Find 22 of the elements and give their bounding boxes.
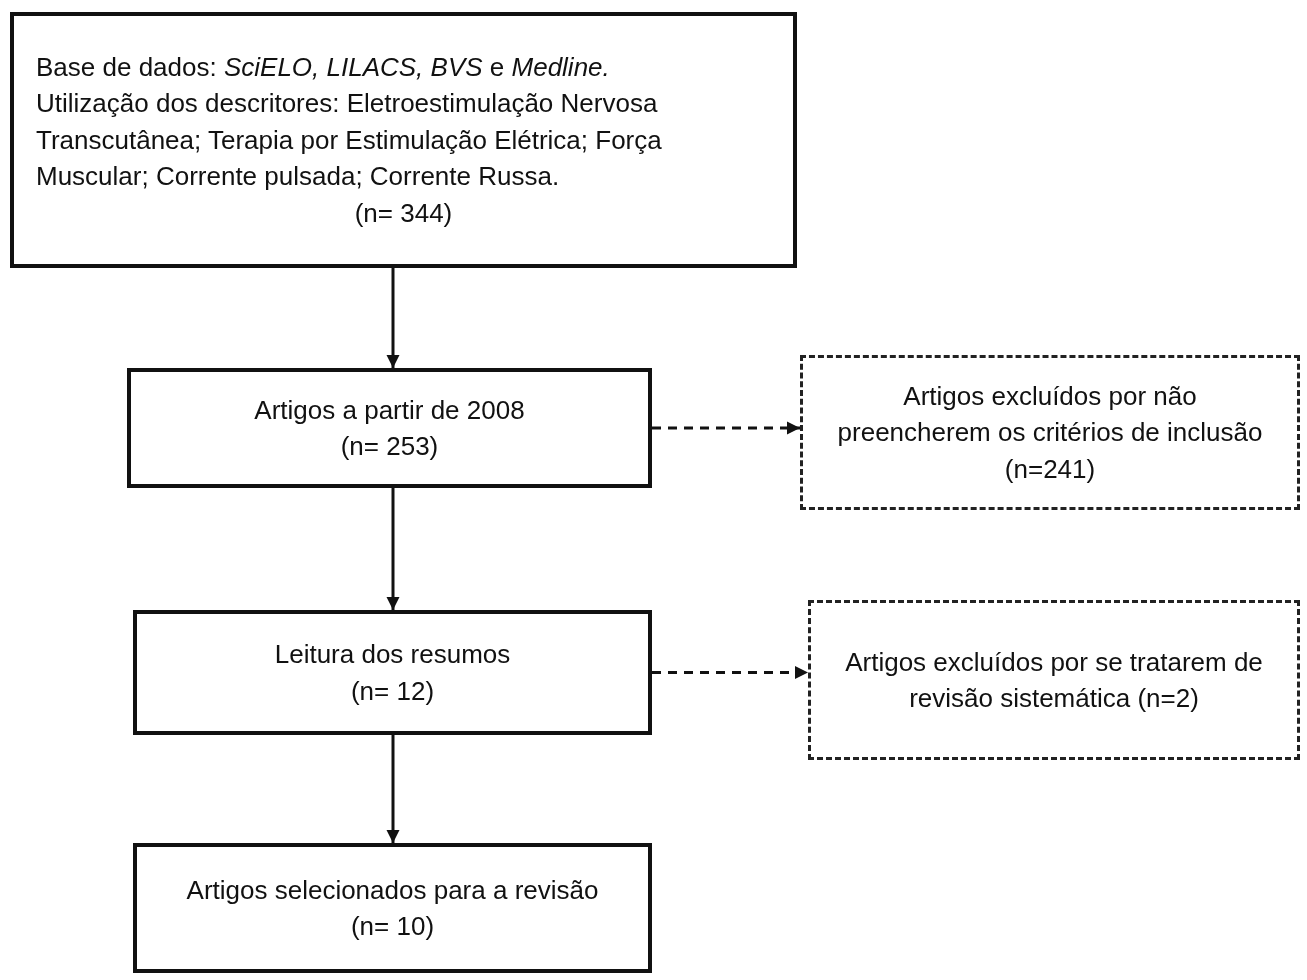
box-text: (n= 253): [340, 430, 439, 463]
arrow: [386, 488, 400, 610]
arrow: [652, 421, 800, 435]
process-box: [808, 600, 1300, 760]
box-text: Artigos excluídos por não preencherem os critérios de inclusão (n=241): [836, 379, 1264, 486]
box-text: (n= 344): [353, 196, 454, 230]
box-text: Artigos selecionados para a revisão: [186, 873, 599, 907]
arrow: [386, 268, 400, 368]
box-text: Leitura dos resumos: [274, 638, 511, 672]
process-box: [10, 12, 797, 268]
box-text: Artigos a partir de 2008: [254, 393, 525, 427]
box-text: Base de dados: SciELO, LILACS, BVS e Medline.: [36, 51, 611, 84]
box-text: (n= 10): [350, 910, 435, 943]
box-text: (n= 12): [350, 674, 435, 708]
process-box: [133, 610, 652, 735]
process-box: [800, 355, 1300, 510]
box-text: Artigos excluídos por se tratarem de revisão sistemática (n=2): [844, 645, 1264, 715]
box-text: Utilização dos descritores: Eletroestimulação Nervosa Transcutânea; Terapia por Estimulação Elétrica; Força Muscular; Corrente pulsada; Corrente Russa.: [36, 87, 663, 194]
process-box: [133, 843, 652, 973]
arrow: [652, 665, 808, 680]
process-box: [127, 368, 652, 488]
arrow: [386, 735, 400, 843]
